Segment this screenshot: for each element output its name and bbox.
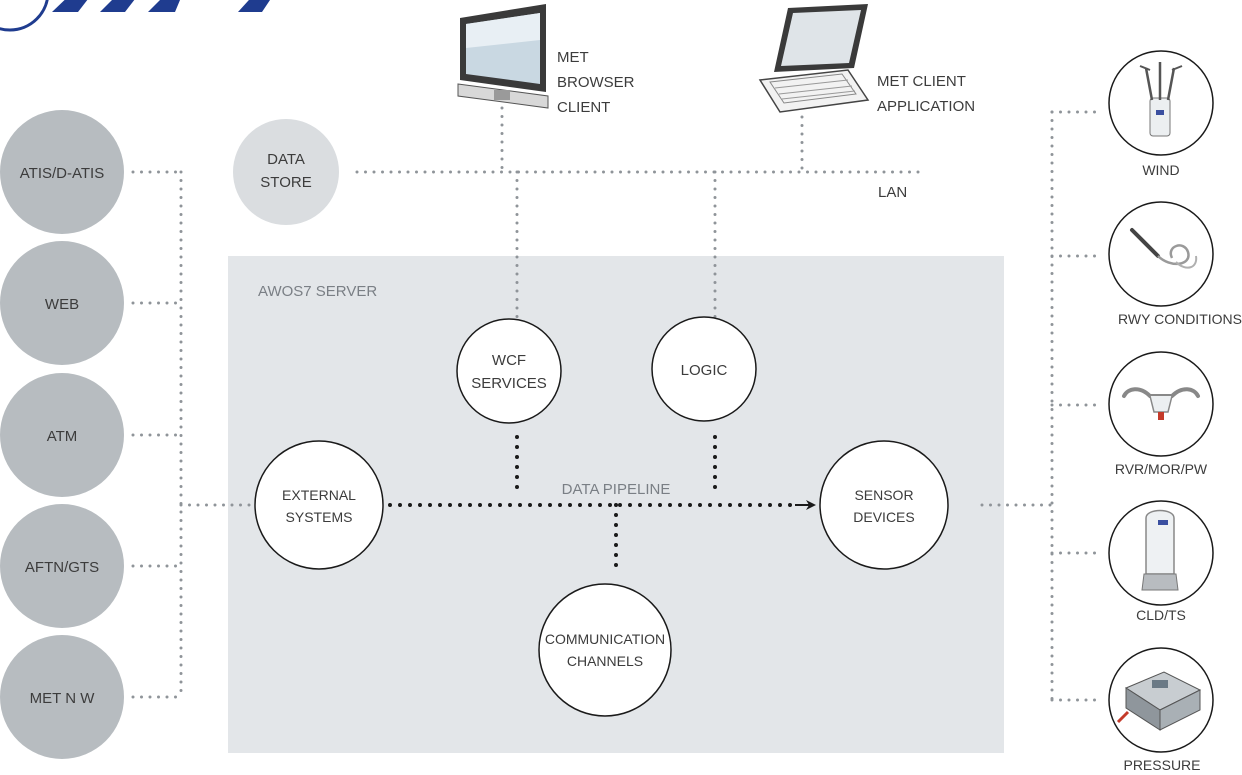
data-store-node: DATA STORE xyxy=(233,119,339,225)
left-node-label: MET N W xyxy=(30,690,96,707)
external-label-line1: EXTERNAL xyxy=(282,487,356,503)
logic-node: LOGIC xyxy=(651,316,757,422)
pipeline-label: DATA PIPELINE xyxy=(562,481,671,498)
sensor-label-wind: WIND xyxy=(1142,162,1179,178)
sensor-label-rwy: RWY CONDITIONS xyxy=(1118,311,1242,327)
pressure-sensor-icon xyxy=(1108,647,1214,753)
visibility-sensor-icon xyxy=(1108,351,1214,457)
wcf-services-node: WCF SERVICES xyxy=(456,318,562,424)
logic-label: LOGIC xyxy=(681,362,728,379)
runway-sensor-icon xyxy=(1108,201,1214,307)
left-node-atm: ATM xyxy=(0,373,124,497)
sensor-devices-node: SENSOR DEVICES xyxy=(819,440,949,570)
comm-label-line1: COMMUNICATION xyxy=(545,631,665,647)
left-node-label: WEB xyxy=(45,296,79,313)
external-systems-node: EXTERNAL SYSTEMS xyxy=(254,440,384,570)
data-store-label-line2: STORE xyxy=(260,174,311,191)
data-store-label-line1: DATA xyxy=(267,151,305,168)
wcf-label-line1: WCF xyxy=(492,352,526,369)
left-node-metnw: MET N W xyxy=(0,635,124,759)
left-node-label: ATM xyxy=(47,428,78,445)
client-app-line1: MET CLIENT xyxy=(877,73,966,90)
lan-label: LAN xyxy=(878,184,907,201)
sensor-label-line2: DEVICES xyxy=(853,509,914,525)
communication-channels-node: COMMUNICATION CHANNELS xyxy=(538,583,672,717)
browser-client-line2: BROWSER xyxy=(557,74,635,91)
left-node-atis: ATIS/D-ATIS xyxy=(0,110,124,234)
sensor-label-line1: SENSOR xyxy=(854,487,913,503)
comm-label-line2: CHANNELS xyxy=(567,653,643,669)
sensor-label-cld: CLD/TS xyxy=(1136,607,1186,623)
browser-client-line1: MET xyxy=(557,49,589,66)
sensor-label-pressure: PRESSURE xyxy=(1123,757,1200,773)
sensor-label-rvr: RVR/MOR/PW xyxy=(1115,461,1208,477)
wcf-label-line2: SERVICES xyxy=(471,375,547,392)
browser-client-line3: CLIENT xyxy=(557,99,610,116)
connectors xyxy=(131,106,1100,702)
external-label-line2: SYSTEMS xyxy=(286,509,353,525)
client-app-line2: APPLICATION xyxy=(877,98,975,115)
server-title: AWOS7 SERVER xyxy=(258,283,377,300)
left-node-label: AFTN/GTS xyxy=(25,559,99,576)
wind-sensor-icon xyxy=(1108,50,1214,156)
left-node-label: ATIS/D-ATIS xyxy=(20,165,104,182)
left-node-aftn: AFTN/GTS xyxy=(0,504,124,628)
laptop-icon xyxy=(758,4,870,113)
data-pipeline xyxy=(388,435,816,574)
ceilometer-icon xyxy=(1108,500,1214,606)
company-logo xyxy=(0,0,296,32)
monitor-icon xyxy=(457,4,549,109)
left-node-web: WEB xyxy=(0,241,124,365)
